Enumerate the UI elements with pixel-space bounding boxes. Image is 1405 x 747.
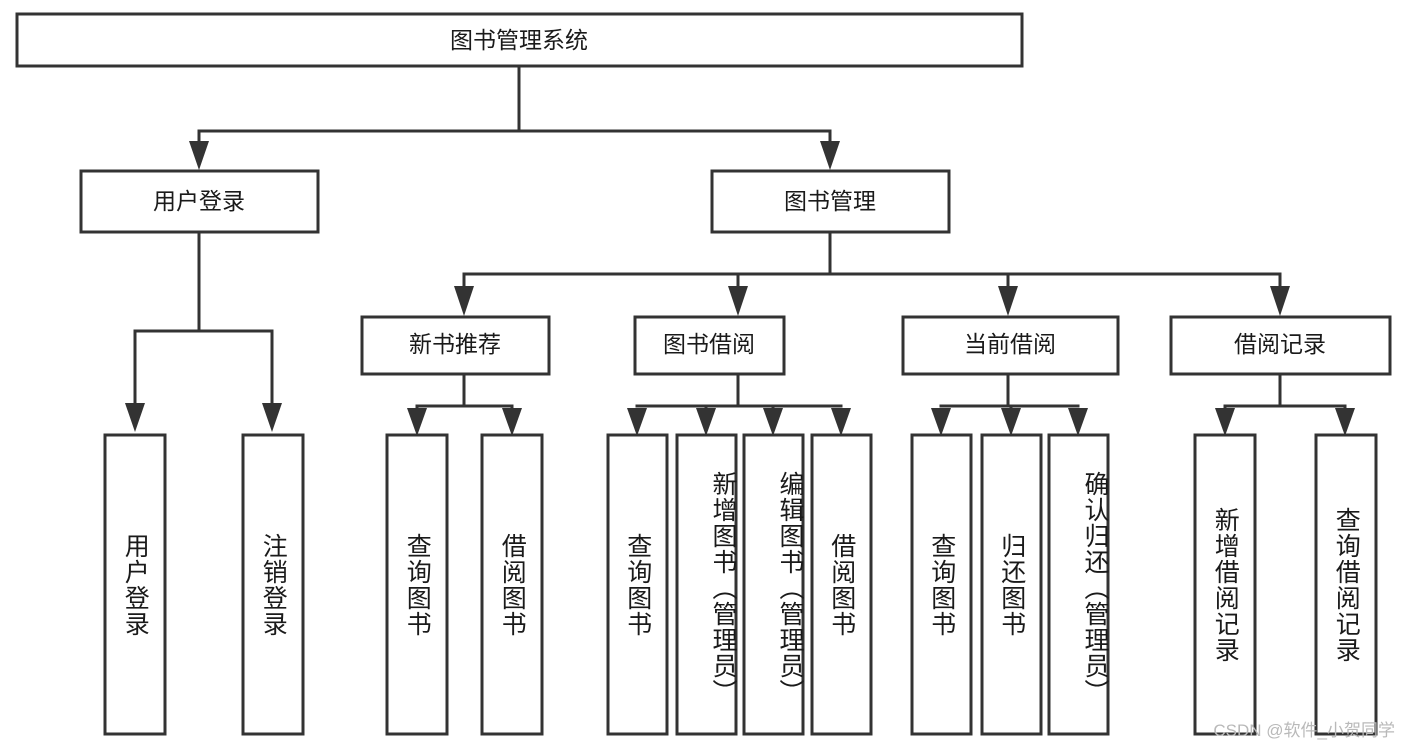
arrowhead-leaf-logout-login — [262, 403, 282, 432]
node-leaf-add-book[interactable] — [675, 433, 738, 736]
arrowhead-leaf-edit-book — [763, 408, 783, 436]
node-leaf-query-record[interactable] — [1314, 433, 1378, 736]
label-new-book-recommend: 新书推荐 — [409, 331, 501, 357]
arrowhead-leaf-query-record — [1335, 408, 1355, 436]
node-leaf-confirm-return[interactable] — [1047, 433, 1110, 736]
arrowhead-new-book-recommend — [454, 286, 474, 316]
arrowhead-leaf-return-book — [1001, 408, 1021, 436]
node-leaf-logout-login[interactable] — [241, 433, 305, 736]
arrowhead-book-management — [820, 141, 840, 170]
node-book-borrow[interactable] — [633, 315, 786, 376]
node-leaf-borrow-book-2[interactable] — [810, 433, 873, 736]
arrowhead-borrow-record — [1270, 286, 1290, 316]
node-user-login[interactable] — [79, 169, 320, 234]
arrowhead-leaf-borrow-book-1 — [502, 408, 522, 436]
node-new-book-recommend[interactable] — [360, 315, 551, 376]
node-leaf-query-book-2[interactable] — [606, 433, 669, 736]
node-leaf-query-book-3[interactable] — [910, 433, 973, 736]
label-current-borrow: 当前借阅 — [964, 331, 1056, 357]
arrowhead-user-login — [189, 141, 209, 170]
node-leaf-edit-book[interactable] — [742, 433, 805, 736]
label-borrow-record: 借阅记录 — [1234, 331, 1326, 357]
arrowhead-book-borrow — [728, 286, 748, 316]
label-book-borrow: 图书借阅 — [663, 331, 755, 357]
arrowhead-leaf-borrow-book-2 — [831, 408, 851, 436]
node-leaf-add-record[interactable] — [1193, 433, 1257, 736]
node-borrow-record[interactable] — [1169, 315, 1392, 376]
arrowhead-current-borrow — [998, 286, 1018, 316]
label-book-management-system: 图书管理系统 — [450, 27, 588, 53]
label-user-login: 用户登录 — [153, 188, 245, 214]
arrowhead-leaf-confirm-return — [1068, 408, 1088, 436]
arrowhead-leaf-user-login — [125, 403, 145, 432]
node-leaf-borrow-book-1[interactable] — [480, 433, 544, 736]
arrowhead-leaf-query-book-3 — [931, 408, 951, 436]
node-leaf-return-book[interactable] — [980, 433, 1043, 736]
arrowhead-leaf-add-record — [1215, 408, 1235, 436]
arrowhead-leaf-add-book — [696, 408, 716, 436]
node-book-management[interactable] — [710, 169, 951, 234]
node-leaf-query-book-1[interactable] — [385, 433, 449, 736]
arrowhead-leaf-query-book-2 — [627, 408, 647, 436]
node-book-management-system[interactable] — [15, 12, 1024, 68]
arrowhead-leaf-query-book-1 — [407, 408, 427, 436]
node-current-borrow[interactable] — [901, 315, 1120, 376]
node-leaf-user-login[interactable] — [103, 433, 167, 736]
watermark-text: CSDN @软件_小贺同学 — [1213, 721, 1395, 740]
label-book-management: 图书管理 — [784, 188, 876, 214]
